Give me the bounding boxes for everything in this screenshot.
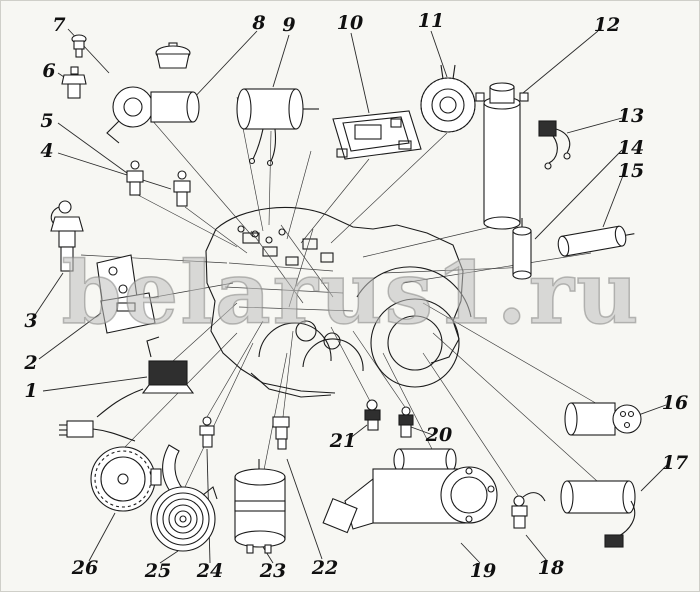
callout-25: 25	[144, 560, 171, 582]
part-11-gauge	[420, 64, 476, 133]
callout-3: 3	[24, 310, 37, 332]
part-23-generator	[234, 459, 286, 554]
part-16-motor	[564, 402, 642, 436]
callout-7: 7	[52, 14, 65, 36]
callout-26: 26	[71, 557, 98, 579]
callouts: 1 2 3 4 5 6 7 8 9 10 11 12 13 14 15 16 1…	[23, 10, 688, 582]
part-13-connector	[538, 120, 571, 170]
part-8-motor-assembly	[106, 42, 200, 144]
part-26-filter	[90, 446, 162, 512]
callout-20: 20	[425, 424, 452, 446]
callout-6: 6	[42, 60, 55, 82]
part-7-sensor	[71, 34, 87, 58]
part-10-control-box	[332, 110, 422, 160]
part-12-filter-canister	[475, 82, 529, 230]
part-15-cylinder	[557, 225, 635, 257]
callout-23: 23	[259, 560, 286, 582]
callout-17: 17	[662, 452, 688, 474]
callout-1: 1	[24, 380, 37, 402]
part-21-sensor	[364, 399, 381, 431]
callout-22: 22	[311, 557, 338, 579]
callout-4: 4	[40, 140, 53, 162]
callout-11: 11	[418, 10, 444, 32]
callout-16: 16	[662, 392, 688, 414]
part-18-sensor	[511, 492, 546, 529]
callout-9: 9	[282, 14, 295, 36]
part-5-sensor	[126, 160, 144, 196]
callout-12: 12	[594, 14, 620, 36]
part-6-sensor	[61, 66, 87, 99]
part-22-sensor	[272, 416, 290, 450]
part-2-bracket	[96, 254, 156, 334]
part-20-sensor	[398, 406, 414, 438]
callout-18: 18	[538, 557, 564, 579]
machine-outline	[205, 206, 472, 398]
part-17-motor	[560, 480, 636, 548]
callout-15: 15	[618, 160, 644, 182]
watermark-text: belarus1.ru	[61, 243, 640, 344]
callout-24: 24	[196, 560, 223, 582]
callout-5: 5	[40, 110, 53, 132]
installation-lines	[80, 96, 600, 498]
callout-13: 13	[618, 105, 644, 127]
part-4-sensor	[173, 170, 191, 207]
part-24-sensor	[162, 416, 215, 496]
part-14-cylinder	[512, 218, 532, 280]
callout-10: 10	[337, 12, 363, 34]
part-9-motor	[236, 88, 319, 167]
part-25-horn	[150, 486, 218, 552]
callout-8: 8	[251, 12, 265, 34]
part-3-plug-sensor	[50, 200, 84, 272]
callout-14: 14	[618, 137, 644, 159]
callout-19: 19	[470, 560, 496, 582]
part-19-starter	[322, 448, 498, 534]
part-1-relay	[59, 336, 195, 442]
callout-21: 21	[329, 430, 356, 452]
callout-2: 2	[23, 352, 37, 374]
